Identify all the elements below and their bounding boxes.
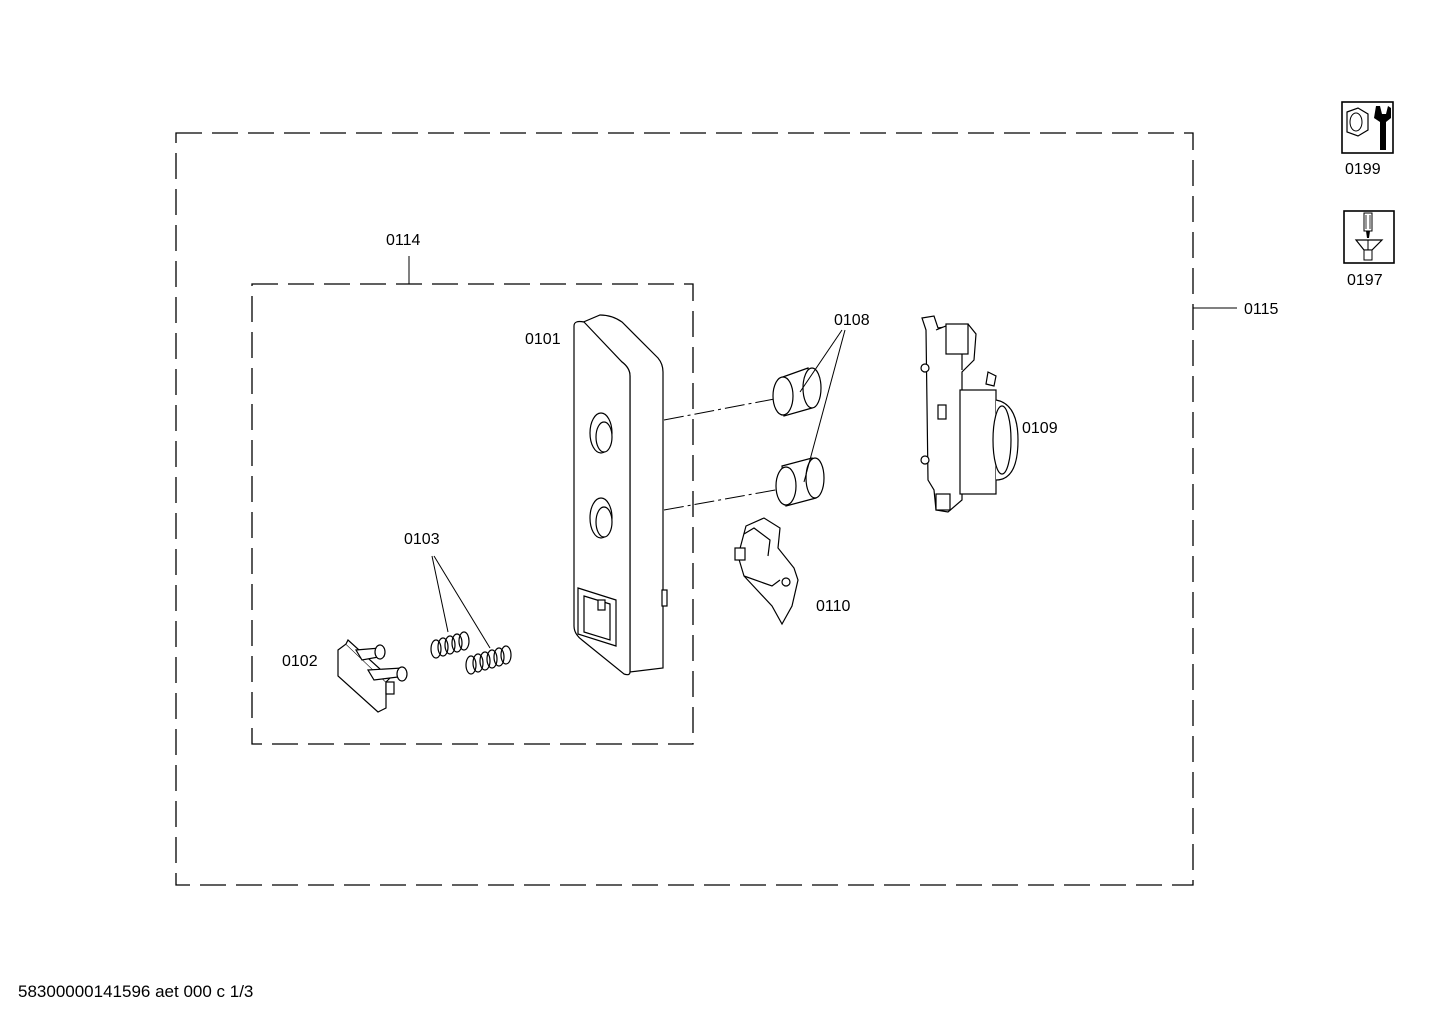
control-panel-0101[interactable] [573, 314, 668, 676]
leader-0103-a [431, 555, 449, 633]
push-button-0102[interactable] [337, 639, 408, 713]
label-0115[interactable]: 0115 [1244, 301, 1279, 318]
leader-0108-b [803, 329, 846, 483]
alignment-line-upper [663, 395, 791, 421]
screw-screwdriver-icon[interactable] [1343, 210, 1395, 264]
leader-0103-b [433, 555, 491, 649]
assembly-boundary-0114 [251, 283, 694, 745]
spring-0103-upper[interactable] [430, 631, 470, 659]
knob-0108-upper[interactable] [772, 367, 822, 417]
assembly-boundary-0115 [175, 132, 1194, 886]
label-0102[interactable]: 0102 [282, 653, 318, 670]
label-0114[interactable]: 0114 [386, 232, 421, 249]
drawing-id-footer: 58300000141596 aet 000 c 1/3 [18, 982, 254, 1001]
label-0110[interactable]: 0110 [816, 598, 851, 615]
knob-0108-lower[interactable] [775, 457, 825, 507]
switch-0110[interactable] [734, 517, 799, 626]
timer-module-0109[interactable] [920, 315, 1019, 513]
label-0109[interactable]: 0109 [1022, 420, 1058, 437]
label-0101[interactable]: 0101 [525, 331, 561, 348]
leader-0108-a [799, 329, 843, 393]
spring-0103-lower[interactable] [465, 645, 512, 675]
label-0103[interactable]: 0103 [404, 531, 440, 548]
hex-nut-wrench-icon[interactable] [1341, 101, 1394, 154]
label-0199[interactable]: 0199 [1345, 161, 1381, 178]
label-0197[interactable]: 0197 [1347, 272, 1383, 289]
label-0108[interactable]: 0108 [834, 312, 870, 329]
alignment-line-lower [663, 486, 793, 511]
